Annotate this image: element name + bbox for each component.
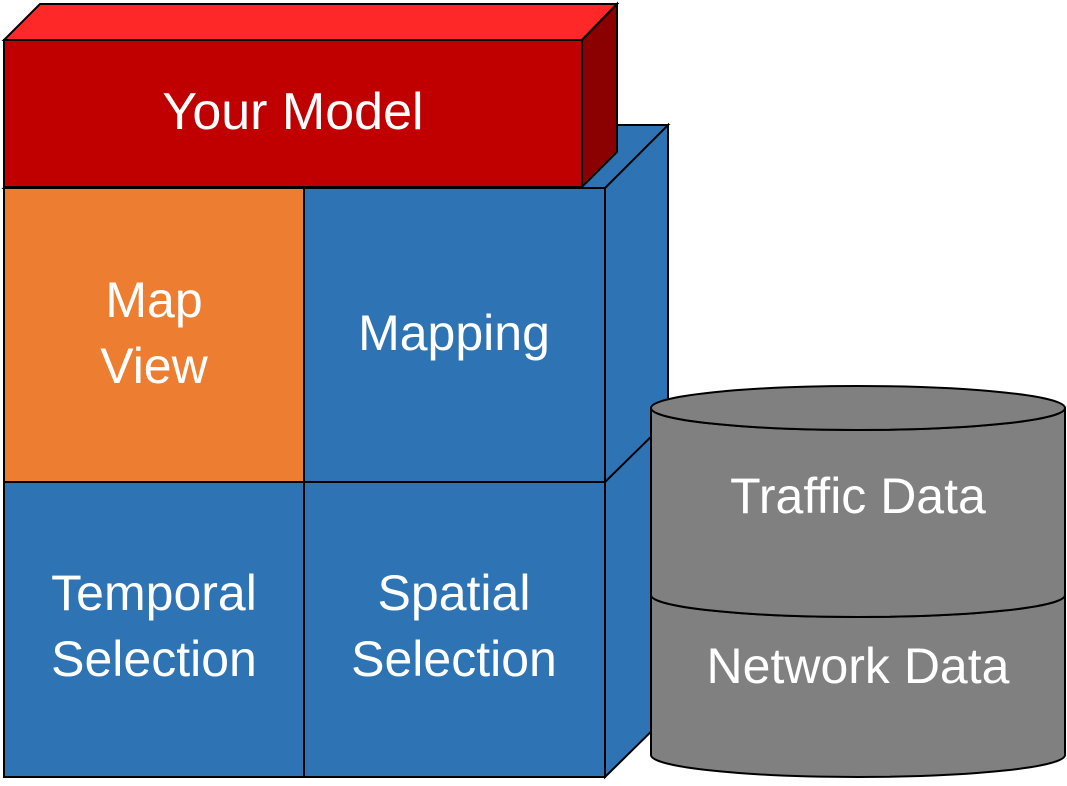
network-data-segment[interactable]: Network Data [650,594,1066,778]
temporal-selection-module[interactable]: Temporal Selection [3,481,305,778]
database-cylinder: Network Data Traffic Data [650,385,1066,778]
temporal-selection-label-line2: Selection [51,631,257,687]
cylinder-top-cap [650,385,1066,431]
mapping-label: Mapping [358,305,550,361]
spatial-selection-face [303,481,606,778]
model-front-face [3,39,583,188]
temporal-selection-label-line1: Temporal [51,565,257,621]
map-view-face [3,187,305,483]
your-model-label: Your Model [162,83,423,141]
temporal-selection-face [3,481,305,778]
map-view-label-line2: View [100,338,208,394]
spatial-selection-module[interactable]: Spatial Selection [303,481,606,778]
network-data-label: Network Data [707,638,1010,694]
spatial-selection-label-line2: Selection [351,631,557,687]
spatial-selection-label-line1: Spatial [378,565,531,621]
traffic-data-segment[interactable]: Traffic Data [650,385,1066,618]
mapping-module[interactable]: Mapping [303,187,606,483]
model-top-face [1,3,620,41]
traffic-data-label: Traffic Data [730,468,986,524]
map-view-module[interactable]: Map View [3,187,305,483]
your-model-block[interactable]: Your Model [1,1,620,190]
map-view-label-line1: Map [105,272,202,328]
